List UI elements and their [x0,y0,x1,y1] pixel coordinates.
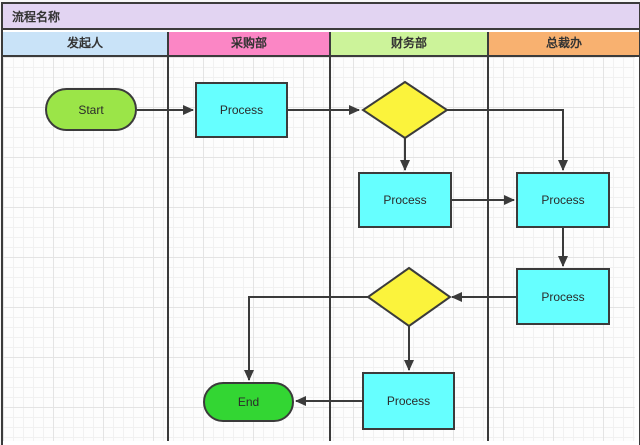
start-node: Start [45,88,137,131]
lane-separator-1 [167,57,169,441]
decision-nodes [361,80,452,328]
process-node-1-label: Process [219,103,264,117]
decision-node-2 [366,266,452,328]
process-node-3: Process [516,172,610,228]
process-node-2-label: Process [383,193,427,207]
process-node-3-label: Process [541,193,585,207]
connector-decision2-to-end [244,296,368,381]
process-node-1: Process [195,82,288,138]
diagram-title: 流程名称 [3,4,639,30]
lane-header-initiator: 发起人 [3,32,169,57]
process-node-2: Process [358,172,452,228]
connector-layer [137,80,568,406]
process-node-4-label: Process [541,289,585,304]
connector-decision1-to-process3 [447,109,568,171]
lane-header-president-office: 总裁办 [489,32,639,57]
decision-node-1 [361,80,449,140]
start-node-label: Start [78,102,104,117]
end-node: End [203,382,294,422]
lane-header-purchasing: 采购部 [169,32,331,57]
lane-header-finance: 财务部 [331,32,489,57]
process-node-4: Process [516,268,610,325]
process-node-5: Process [362,372,455,430]
process-node-5-label: Process [386,394,431,408]
lane-separator-2 [329,57,331,441]
lane-separator-3 [487,57,489,441]
end-node-label: End [237,395,260,409]
lane-header-row: 发起人 采购部 财务部 总裁办 [3,32,639,57]
connectors [137,105,568,406]
